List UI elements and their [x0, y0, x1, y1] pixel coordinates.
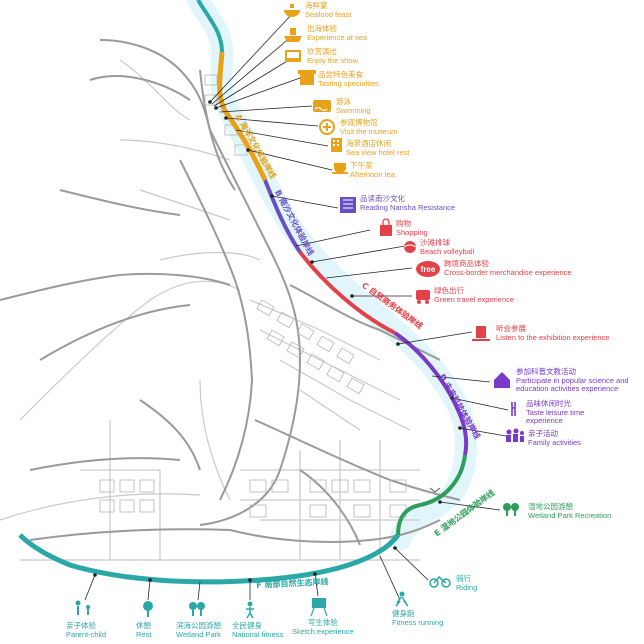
label-fitness: 健身跑 Fitness running [392, 609, 444, 627]
stage-icon [285, 50, 301, 62]
label-afternoon-tea: 下午茶 Afternoon tea [350, 161, 396, 179]
ball-icon [403, 241, 417, 253]
segment-d-line [393, 331, 469, 456]
free-badge-text: free [421, 265, 436, 274]
label-science: 参加科普文教活动 Participate in popular science … [516, 367, 629, 394]
label-family: 亲子活动 Family activities [528, 429, 581, 447]
label-riding: 骑行 Riding [456, 574, 478, 592]
label-shopping: 购物 Shopping [396, 219, 428, 237]
label-parent-child: 亲子体验 Parent-child [66, 621, 107, 639]
house-icon [494, 372, 510, 388]
coast-north-teal [196, 0, 224, 53]
swim-icon [313, 100, 331, 112]
label-museum: 参观博物馆 Visit the museum [340, 118, 398, 136]
tree-icon [143, 601, 153, 617]
park-icon [189, 602, 205, 616]
free-badge-icon [416, 261, 440, 277]
label-reading: 品读南沙文化 Reading Nansha Resistance [360, 194, 456, 212]
label-sketch: 写生体验 Sketch experience [292, 618, 354, 636]
easel-icon [310, 598, 328, 617]
district-blocks [99, 74, 407, 518]
label-show: 欣赏演出 Enjoy the show [307, 47, 358, 65]
label-leisure: 品味休闲时光 Taste leisure time experience [526, 399, 585, 426]
teacup-icon [332, 163, 348, 174]
label-all-ages: 全民健身 National fitness [232, 621, 284, 639]
bag-icon [380, 218, 392, 236]
ev-icon [416, 290, 430, 304]
label-sea-experience: 出海体验 Experience at sea [307, 24, 368, 42]
store-icon [298, 70, 316, 85]
runner-icon [395, 591, 409, 607]
cutlery-icon [511, 402, 516, 416]
segment-c-line [298, 250, 396, 335]
fitness-icon [246, 601, 254, 619]
family-icon [506, 428, 524, 442]
bowl-icon [284, 4, 300, 17]
label-exhibition: 听会参展 Listen to the exhibition experience [496, 324, 610, 342]
exhibition-icon [472, 326, 490, 341]
label-volleyball: 沙滩排球 Beach volleyball [420, 238, 475, 256]
trees-icon [503, 503, 519, 516]
label-hotel: 海景酒店休闲 Sea view hotel rest [346, 139, 410, 157]
parent-child-icon [75, 600, 90, 615]
bicycle-icon [429, 575, 451, 588]
bird-mark [429, 487, 441, 493]
label-wetland: 湿地公园游憩 Wetland Park Recreation [528, 502, 612, 520]
museum-icon [319, 119, 335, 135]
label-wetland-park: 滨海公园游憩 Wetland Park [176, 621, 221, 639]
main-roads [0, 39, 461, 546]
label-swimming: 游泳 Swimming [336, 97, 371, 115]
segment-f-line [18, 533, 401, 585]
label-specialties: 品尝特色美食 Tasting specialties [318, 70, 379, 88]
label-crossborder: 跨境商品体验 Cross-border merchandise experien… [444, 259, 572, 277]
hotel-icon [331, 138, 342, 152]
segment-e-line [396, 454, 467, 536]
label-rest: 休憩 Rest [136, 621, 152, 639]
label-seafood: 海鲜宴 Seafood feast [305, 1, 352, 19]
ship-icon [284, 28, 302, 42]
label-green-travel: 绿色出行 Green travel experience [434, 286, 515, 304]
pointer-lines [84, 13, 509, 601]
book-icon [340, 197, 356, 213]
